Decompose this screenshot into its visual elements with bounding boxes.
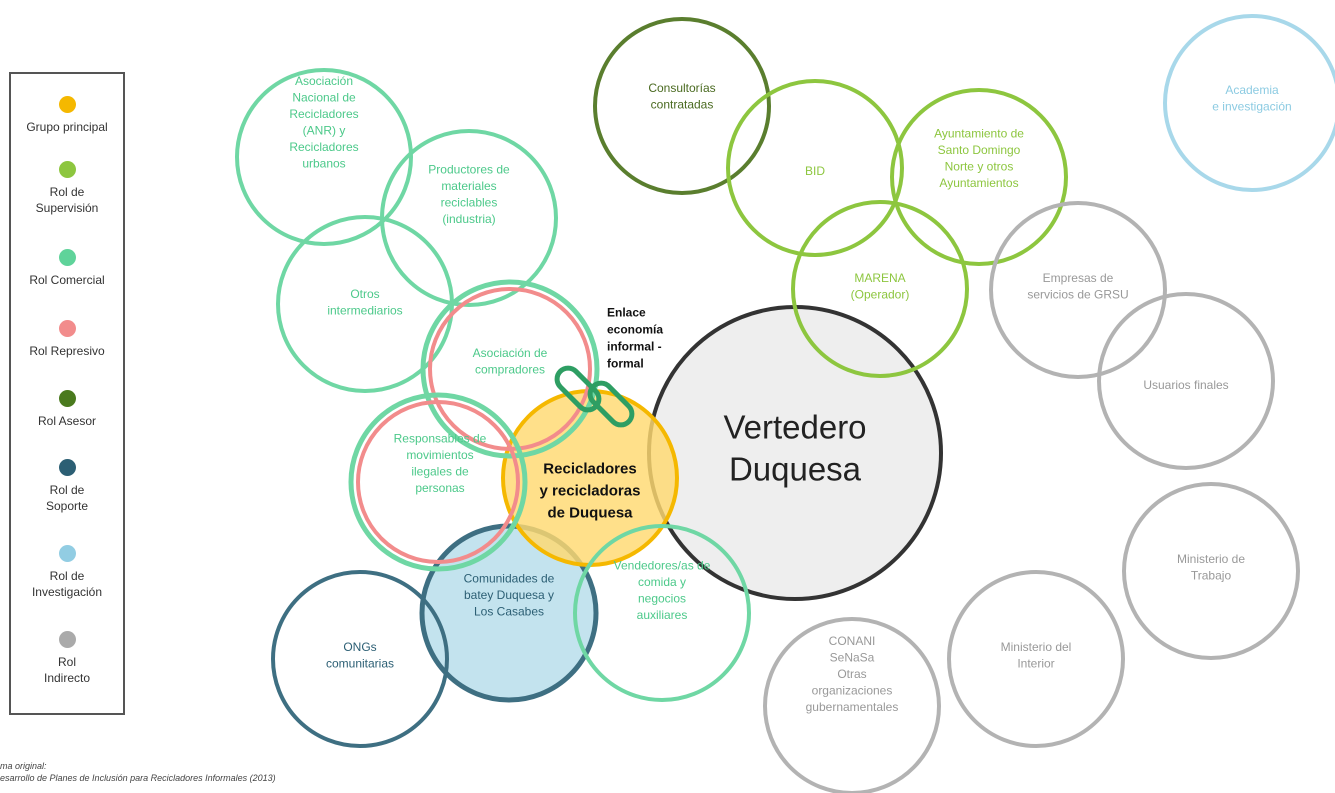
legend-item-represivo: Rol Represivo — [11, 320, 123, 359]
legend-label-asesor: Rol Asesor — [37, 414, 97, 428]
legend-label-supervision: Rol de Supervisión — [35, 185, 99, 215]
academia-circle — [1163, 14, 1335, 192]
legend-dot-principal — [58, 96, 76, 113]
conani-circle — [763, 617, 941, 793]
legend-item-principal: Grupo principal — [11, 96, 123, 135]
legend-dot-asesor — [58, 390, 76, 407]
ongs-circle — [271, 570, 449, 748]
recicladores-circle — [501, 389, 679, 567]
bid-label: BID — [805, 164, 825, 178]
bid-circle — [726, 79, 904, 257]
min-interior-circle — [947, 570, 1125, 748]
usuarios-circle — [1097, 292, 1275, 470]
responsables-circle-outer — [348, 392, 528, 572]
legend-dot-comercial — [58, 249, 76, 266]
legend-label-represivo: Rol Represivo — [29, 344, 105, 358]
legend-label-comercial: Rol Comercial — [29, 273, 105, 287]
legend-item-investigacion: Rol de Investigación — [11, 545, 123, 600]
legend-label-investigacion: Rol de Investigación — [31, 569, 103, 599]
asociacion-compradores-circle-outer — [420, 279, 600, 459]
ayuntamiento-circle — [890, 88, 1068, 266]
source-note: ma original: esarrollo de Planes de Incl… — [0, 760, 276, 784]
legend-dot-supervision — [58, 161, 76, 178]
legend-label-indirecto: Rol Indirecto — [43, 655, 91, 685]
legend-dot-represivo — [58, 320, 76, 337]
legend-item-comercial: Rol Comercial — [11, 249, 123, 288]
source-line-2: esarrollo de Planes de Inclusión para Re… — [0, 773, 276, 783]
legend-label-principal: Grupo principal — [26, 120, 108, 134]
anr-circle — [235, 68, 413, 246]
empresas-circle — [989, 201, 1167, 379]
marena-circle — [791, 200, 969, 378]
legend-dot-indirecto — [58, 631, 76, 648]
legend-dot-investigacion — [58, 545, 76, 562]
comunidades-circle — [419, 523, 599, 703]
vendedores-circle — [573, 524, 751, 702]
legend-item-supervision: Rol de Supervisión — [11, 161, 123, 216]
marena-label: MARENA(Operador) — [851, 271, 910, 302]
legend-item-indirecto: Rol Indirecto — [11, 631, 123, 686]
source-line-1: ma original: — [0, 761, 47, 771]
legend-label-soporte: Rol de Soporte — [45, 483, 89, 513]
min-trabajo-circle — [1122, 482, 1300, 660]
legend-item-asesor: Rol Asesor — [11, 390, 123, 429]
legend-item-soporte: Rol de Soporte — [11, 459, 123, 514]
legend-dot-soporte — [58, 459, 76, 476]
usuarios-label: Usuarios finales — [1143, 378, 1228, 392]
consultorias-circle — [593, 17, 771, 195]
responsables-circle-inner — [356, 400, 520, 564]
chain-link-icon-2 — [587, 380, 635, 428]
